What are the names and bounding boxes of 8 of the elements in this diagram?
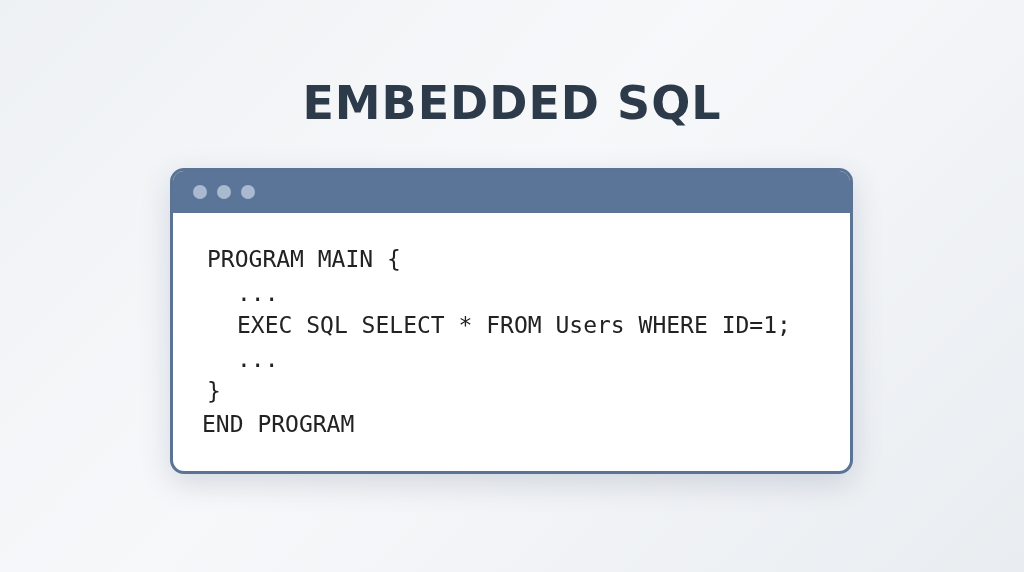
- code-line: END PROGRAM: [202, 410, 355, 438]
- title: EMBEDDED SQL: [302, 76, 722, 130]
- code-line: ...: [237, 279, 279, 307]
- code-window: [170, 168, 853, 474]
- code-line: ...: [237, 345, 279, 373]
- code-line: EXEC SQL SELECT * FROM Users WHERE ID=1;: [237, 311, 791, 339]
- code-line: }: [207, 377, 221, 405]
- code-line: PROGRAM MAIN {: [207, 245, 401, 273]
